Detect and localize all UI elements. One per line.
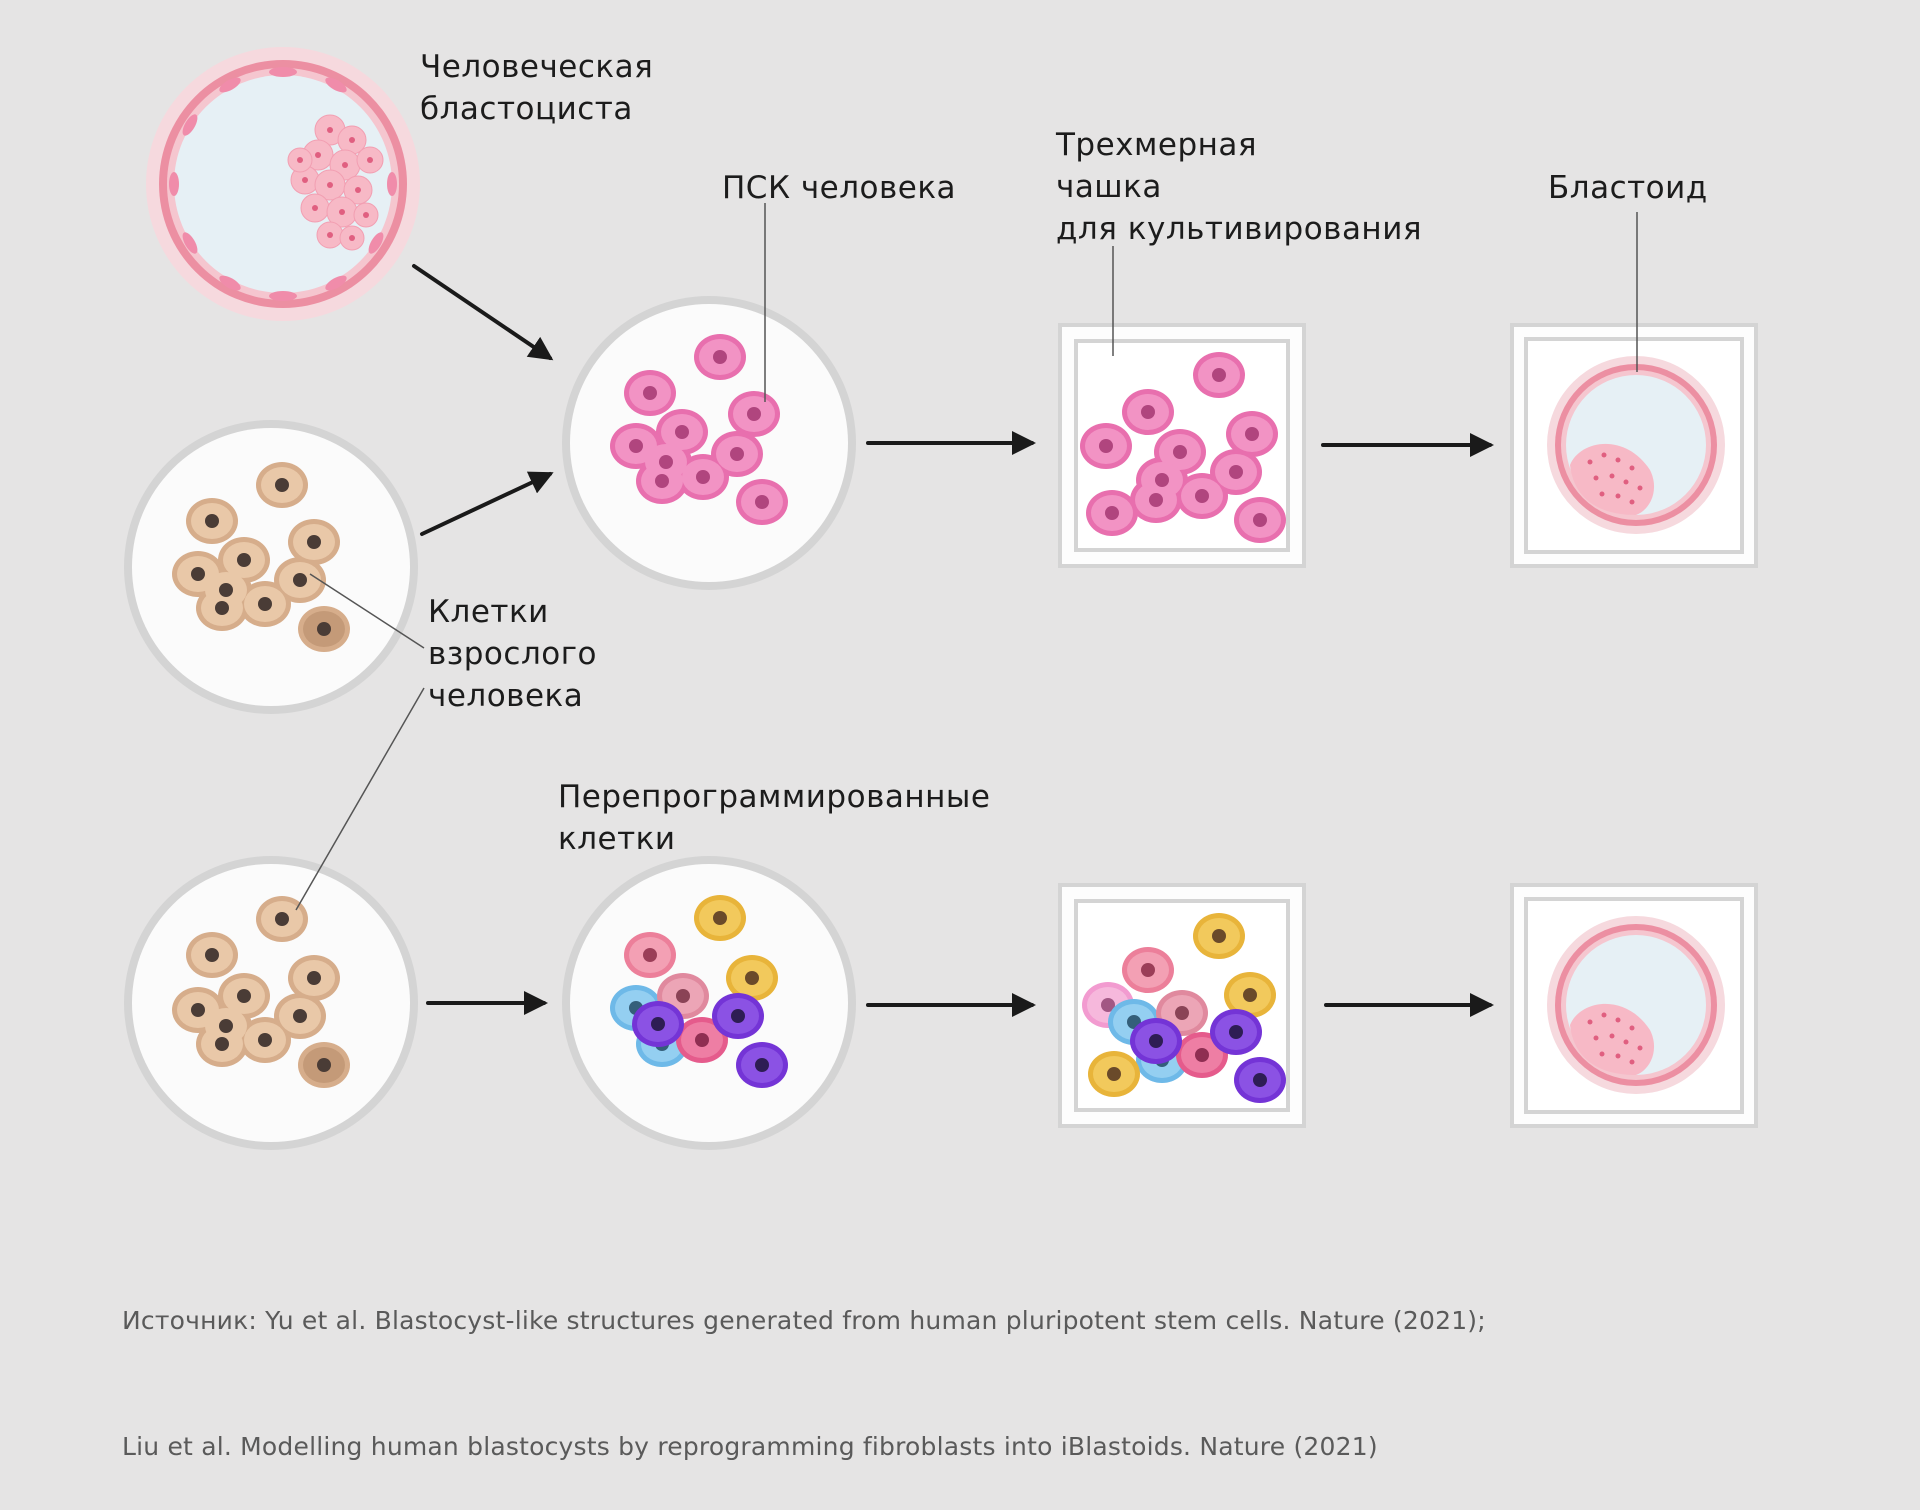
blastoid-bottom bbox=[1510, 883, 1758, 1128]
psc-cells bbox=[610, 334, 788, 525]
leader-adult-top bbox=[309, 573, 425, 649]
label-reprogrammed-cells: Перепрограммированные клетки bbox=[558, 779, 991, 857]
label-human-blastocyst: Человеческая бластоциста bbox=[420, 49, 654, 127]
label-adult-cells: Клетки взрослого человека bbox=[428, 594, 597, 714]
human-blastocyst-illustration bbox=[146, 47, 420, 321]
culture-dish-top bbox=[1058, 323, 1306, 568]
reprogrammed-cells-dish bbox=[562, 856, 856, 1150]
adult-cells-dish-top bbox=[124, 420, 418, 714]
label-culture-dish: Трехмерная чашка для культивирования bbox=[1056, 127, 1422, 247]
blastoid-top bbox=[1510, 323, 1758, 568]
diagram-canvas bbox=[124, 47, 1758, 1150]
arrow-adult-to-psc bbox=[420, 471, 554, 536]
arrows bbox=[412, 264, 1494, 1017]
label-human-psc: ПСК человека bbox=[722, 170, 957, 206]
source-line-2: Liu et al. Modelling human blastocysts b… bbox=[122, 1432, 1378, 1461]
leader-lines bbox=[295, 203, 1638, 911]
arrow-blastocyst-to-psc bbox=[412, 264, 554, 361]
adult-cells-dish-bottom bbox=[124, 856, 418, 1150]
psc-dish bbox=[562, 296, 856, 590]
leader-adult-bottom bbox=[295, 687, 425, 911]
source-citation: Источник: Yu et al. Blastocyst-like stru… bbox=[122, 1216, 1486, 1510]
source-line-1: Источник: Yu et al. Blastocyst-like stru… bbox=[122, 1306, 1486, 1335]
culture-dish-bottom bbox=[1058, 883, 1306, 1128]
label-blastoid: Бластоид bbox=[1548, 170, 1708, 206]
